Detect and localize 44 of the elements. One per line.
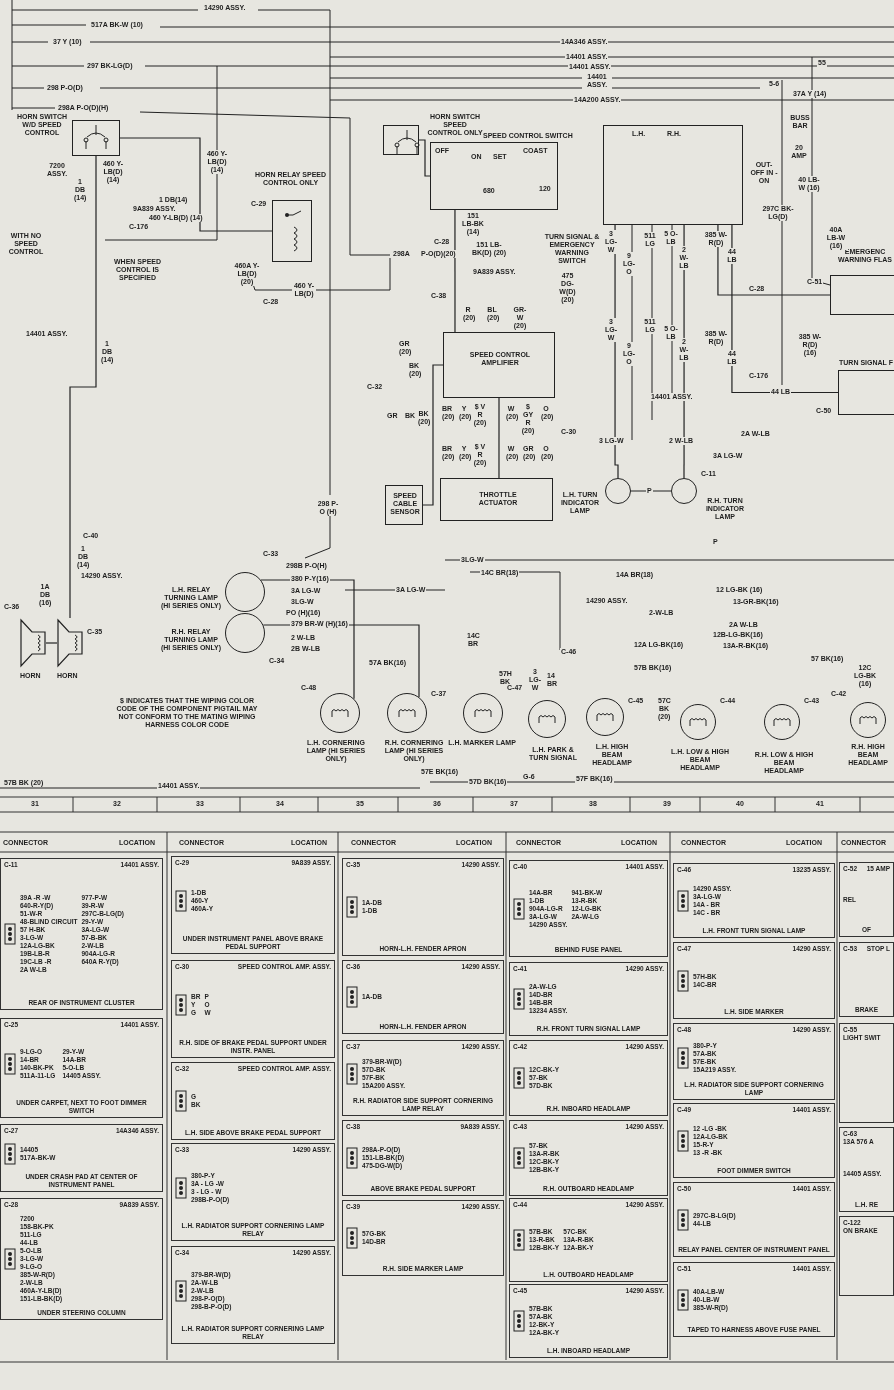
connector-cell xyxy=(509,1040,668,1116)
connector-cell xyxy=(839,1127,894,1212)
wire-connector xyxy=(454,209,456,333)
wire-connector xyxy=(422,364,444,506)
connector-cell xyxy=(509,962,668,1036)
connector-cell xyxy=(673,1103,835,1178)
connector-cell xyxy=(171,1246,335,1344)
connector-cell xyxy=(509,1284,668,1358)
connector-cell xyxy=(673,1023,835,1100)
connector-cell xyxy=(673,863,835,938)
connector-cell xyxy=(0,1124,163,1192)
wire-connector xyxy=(630,490,672,492)
connector-cell xyxy=(0,1018,163,1118)
connector-cell xyxy=(839,1216,894,1296)
connector-cell xyxy=(0,858,163,1010)
wire-connector xyxy=(418,139,431,177)
wire-connector xyxy=(69,155,97,619)
connector-cell xyxy=(342,1040,504,1116)
connector-cell xyxy=(342,858,504,956)
connector-cell xyxy=(839,862,894,937)
component-box xyxy=(385,485,423,525)
wire-connector xyxy=(119,137,273,232)
connector-cell xyxy=(839,1023,894,1123)
connector-cell xyxy=(509,860,668,957)
connector-cell xyxy=(342,960,504,1034)
connector-cell xyxy=(839,942,894,1017)
connector-cell xyxy=(673,942,835,1019)
wire-connector xyxy=(498,397,500,479)
component-box xyxy=(443,332,555,398)
wire-connector xyxy=(45,642,58,644)
connector-cell xyxy=(673,1262,835,1337)
connector-cell xyxy=(509,1198,668,1282)
connector-cell xyxy=(171,1062,335,1140)
wire-connector xyxy=(717,224,831,296)
connector-cell xyxy=(509,1120,668,1196)
component-box xyxy=(440,478,553,521)
connector-cell xyxy=(171,1143,335,1241)
connector-cell xyxy=(171,960,335,1058)
connector-cell xyxy=(171,856,335,954)
connector-cell xyxy=(342,1200,504,1276)
connector-cell xyxy=(0,1198,163,1320)
wire-connector xyxy=(614,224,619,479)
connector-cell xyxy=(673,1182,835,1257)
connector-cell xyxy=(342,1120,504,1196)
